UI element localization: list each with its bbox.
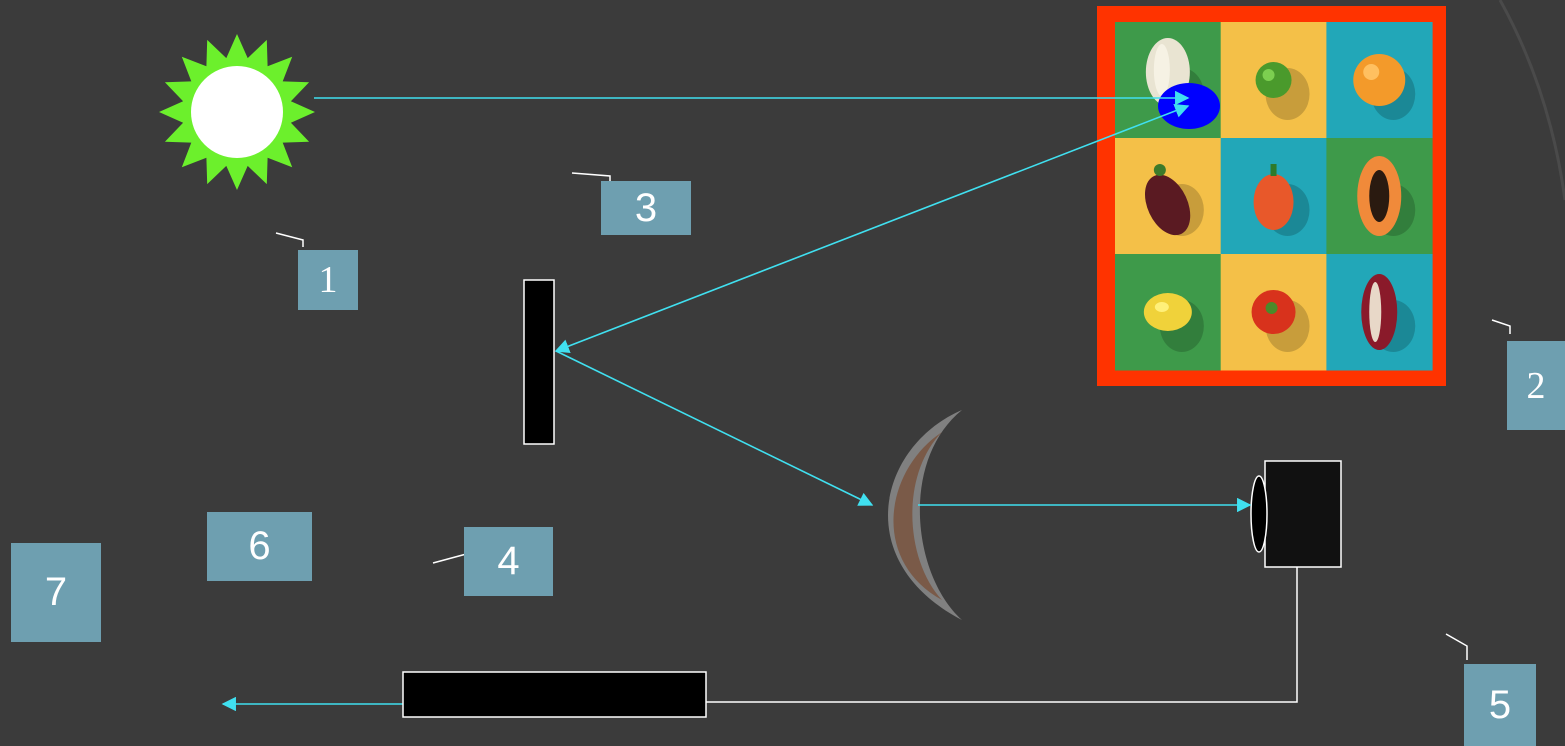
orange-part [1353,54,1406,106]
radicchio-icon [1361,274,1398,350]
lemon-part [1143,293,1192,331]
tomato-icon [1251,290,1296,334]
fruit-photo [1097,6,1446,386]
lime-icon [1255,62,1292,98]
ray-photo-to-mirror [554,103,1190,354]
label-6-text: 6 [248,524,271,568]
tomato-part [1265,302,1278,314]
light-rays [221,90,1298,712]
bell-pepper-part [1253,174,1294,230]
label-5-text: 5 [1488,682,1512,727]
label-7-text: 7 [44,570,68,614]
camera-lens [1250,475,1268,553]
papaya-icon [1357,156,1402,236]
lime-part [1255,62,1292,98]
sun-disc [191,66,283,158]
orange-icon [1353,54,1406,106]
orange-part [1363,64,1380,80]
concave-mirror [888,410,962,620]
label-4-text: 4 [497,539,520,583]
lemon-part [1154,302,1169,312]
leader-2 [1491,319,1511,334]
lemon-icon [1143,293,1192,331]
sun-icon [159,34,315,190]
label-5: 5 [1464,664,1536,746]
lime-part [1262,69,1275,81]
leader-3 [571,172,611,181]
signal-line [706,567,1298,703]
label-6: 6 [207,512,312,581]
eggplant-part [1153,164,1166,176]
photo-grid [1115,22,1433,371]
bell-pepper-part [1270,164,1277,176]
label-3-text: 3 [634,185,658,230]
flat-mirror [523,279,555,445]
mirror-outer [888,410,962,620]
leader-5 [1445,633,1468,660]
corner-arc [1498,0,1565,201]
label-7: 7 [11,543,101,642]
radicchio-part [1369,282,1382,342]
mirror-inner [893,432,942,600]
papaya-part [1369,170,1390,222]
label-1: 1 [298,250,358,310]
detector-camera [1250,460,1342,568]
label-2-text: 2 [1526,364,1546,407]
bell-pepper-icon [1253,164,1294,230]
camera-body [1264,460,1342,568]
garlic-part [1153,44,1170,96]
label-4: 4 [464,527,553,596]
ray-mirror-to-concave [555,350,874,506]
label-3: 3 [601,181,691,235]
label-2: 2 [1507,341,1565,430]
light-spot [1158,83,1220,129]
leader-1 [275,232,304,247]
output-bar [402,671,707,718]
label-1-text: 1 [318,259,338,301]
